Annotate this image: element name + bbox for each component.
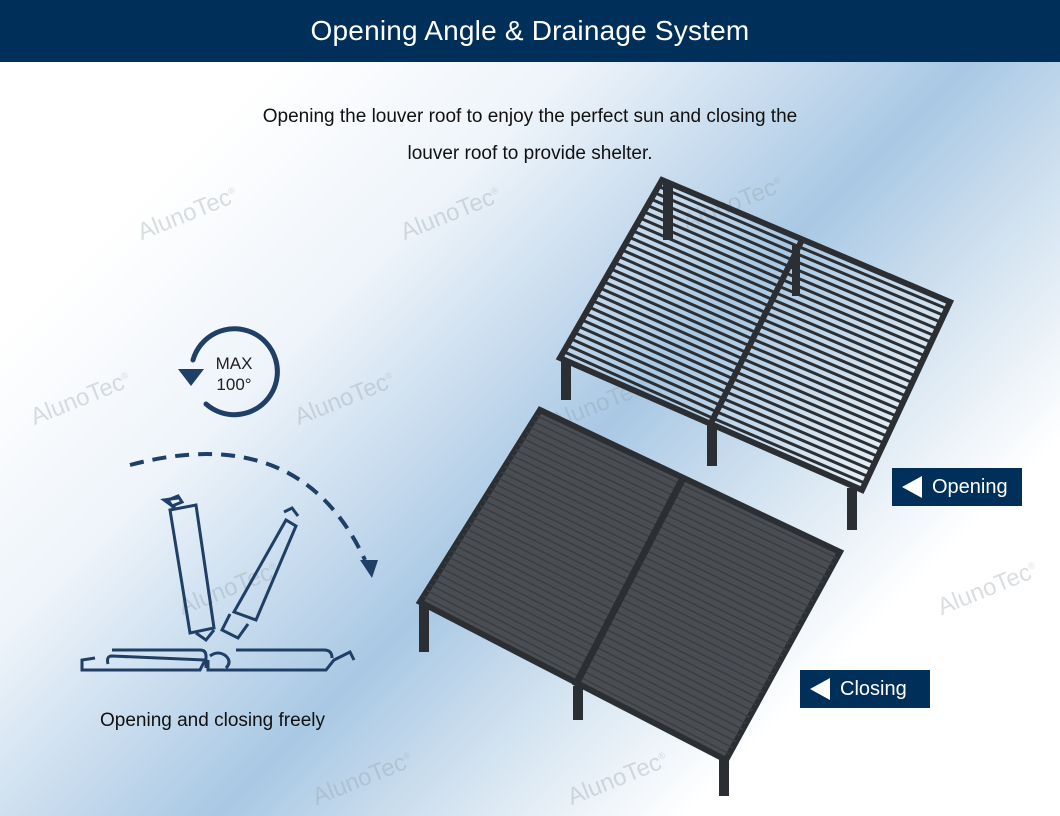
- louver-slat: [745, 350, 898, 418]
- louver-slat: [532, 420, 834, 565]
- pergola-open: [555, 176, 955, 530]
- louver-slat: [791, 258, 942, 324]
- louver-slat: [722, 397, 876, 465]
- louver-slat: [614, 261, 760, 328]
- louver-blade-tilted-left: [160, 494, 216, 643]
- louver-slat: [628, 235, 774, 301]
- louver-slat: [781, 278, 932, 344]
- louver-slat: [603, 280, 751, 348]
- louver-slat: [758, 324, 910, 391]
- louver-slat: [507, 460, 811, 608]
- louver-slat: [748, 344, 901, 411]
- louver-slat: [573, 331, 724, 400]
- louver-slat: [566, 343, 718, 414]
- louver-slat: [775, 291, 926, 358]
- louver-slat: [577, 324, 728, 394]
- louver-slat: [592, 299, 741, 367]
- louver-slat: [599, 286, 747, 354]
- louver-slat: [563, 350, 714, 420]
- louver-slat: [504, 465, 807, 614]
- max-angle-label: MAX 100°: [215, 354, 253, 394]
- louver-slat: [595, 293, 744, 361]
- louver-slat: [514, 448, 817, 596]
- louver-blade-flat-left: [80, 648, 208, 672]
- louver-slat: [778, 284, 929, 351]
- louver-slat: [635, 223, 780, 288]
- louver-slat: [798, 245, 948, 311]
- louver-slat: [735, 370, 888, 438]
- louver-slat: [621, 248, 767, 315]
- louver-slat: [610, 267, 757, 334]
- louver-slat: [712, 417, 866, 485]
- louver-slat: [650, 197, 793, 262]
- louver-slat: [755, 331, 907, 398]
- louver-slat: [617, 254, 764, 321]
- louver-slat: [742, 357, 895, 425]
- louver-slat: [500, 471, 804, 620]
- louver-slat: [654, 191, 797, 255]
- louver-slat: [771, 298, 923, 364]
- louver-slat: [632, 229, 777, 295]
- louver-slat: [525, 431, 827, 578]
- louver-slat: [511, 454, 814, 602]
- louver-slat: [624, 242, 770, 308]
- louver-slat: [765, 311, 917, 378]
- louver-slat: [752, 337, 904, 405]
- louver-slat: [522, 437, 824, 584]
- closing-label: Closing: [800, 670, 930, 708]
- louver-slat: [784, 271, 935, 337]
- louver-slat: [518, 443, 821, 590]
- louver-slat: [715, 410, 869, 478]
- arrow-left-icon: [902, 476, 922, 498]
- pergola-closed: [415, 406, 845, 796]
- page-header: Opening Angle & Drainage System: [0, 0, 1060, 62]
- rotation-arrow-icon: [178, 326, 280, 418]
- louver-slat: [788, 265, 939, 331]
- louver-slat: [529, 426, 831, 572]
- louver-slat: [732, 377, 885, 445]
- louver-slat: [761, 317, 913, 384]
- louver-slat: [639, 216, 783, 282]
- intro-line-1: Opening the louver roof to enjoy the per…: [262, 106, 798, 127]
- arrow-left-icon: [810, 678, 830, 700]
- louver-slat: [729, 383, 882, 452]
- louver-slat: [588, 305, 737, 374]
- louver-slat: [536, 414, 837, 559]
- louver-slat: [719, 403, 873, 472]
- louver-blade-tilted-right: [219, 506, 300, 640]
- page-title: Opening Angle & Drainage System: [310, 15, 750, 46]
- intro-line-2: louver roof to provide shelter.: [407, 143, 653, 164]
- louver-slat: [768, 304, 920, 371]
- diagram-caption: Opening and closing freely: [100, 710, 325, 731]
- louver-slat: [606, 273, 754, 341]
- opening-label: Opening: [892, 468, 1022, 506]
- louver-slat: [725, 390, 879, 458]
- louver-slat: [423, 595, 730, 755]
- intro-text: Opening the louver roof to enjoy the per…: [0, 98, 1060, 172]
- louver-slat: [794, 251, 945, 317]
- louver-slat: [657, 184, 800, 248]
- louver-blade-flat-right: [206, 648, 356, 672]
- louver-slat: [584, 312, 734, 381]
- louver-slat: [738, 364, 891, 431]
- louver-slat: [581, 318, 731, 387]
- louver-slat: [570, 337, 721, 407]
- dashed-swing-arrow: [129, 452, 378, 578]
